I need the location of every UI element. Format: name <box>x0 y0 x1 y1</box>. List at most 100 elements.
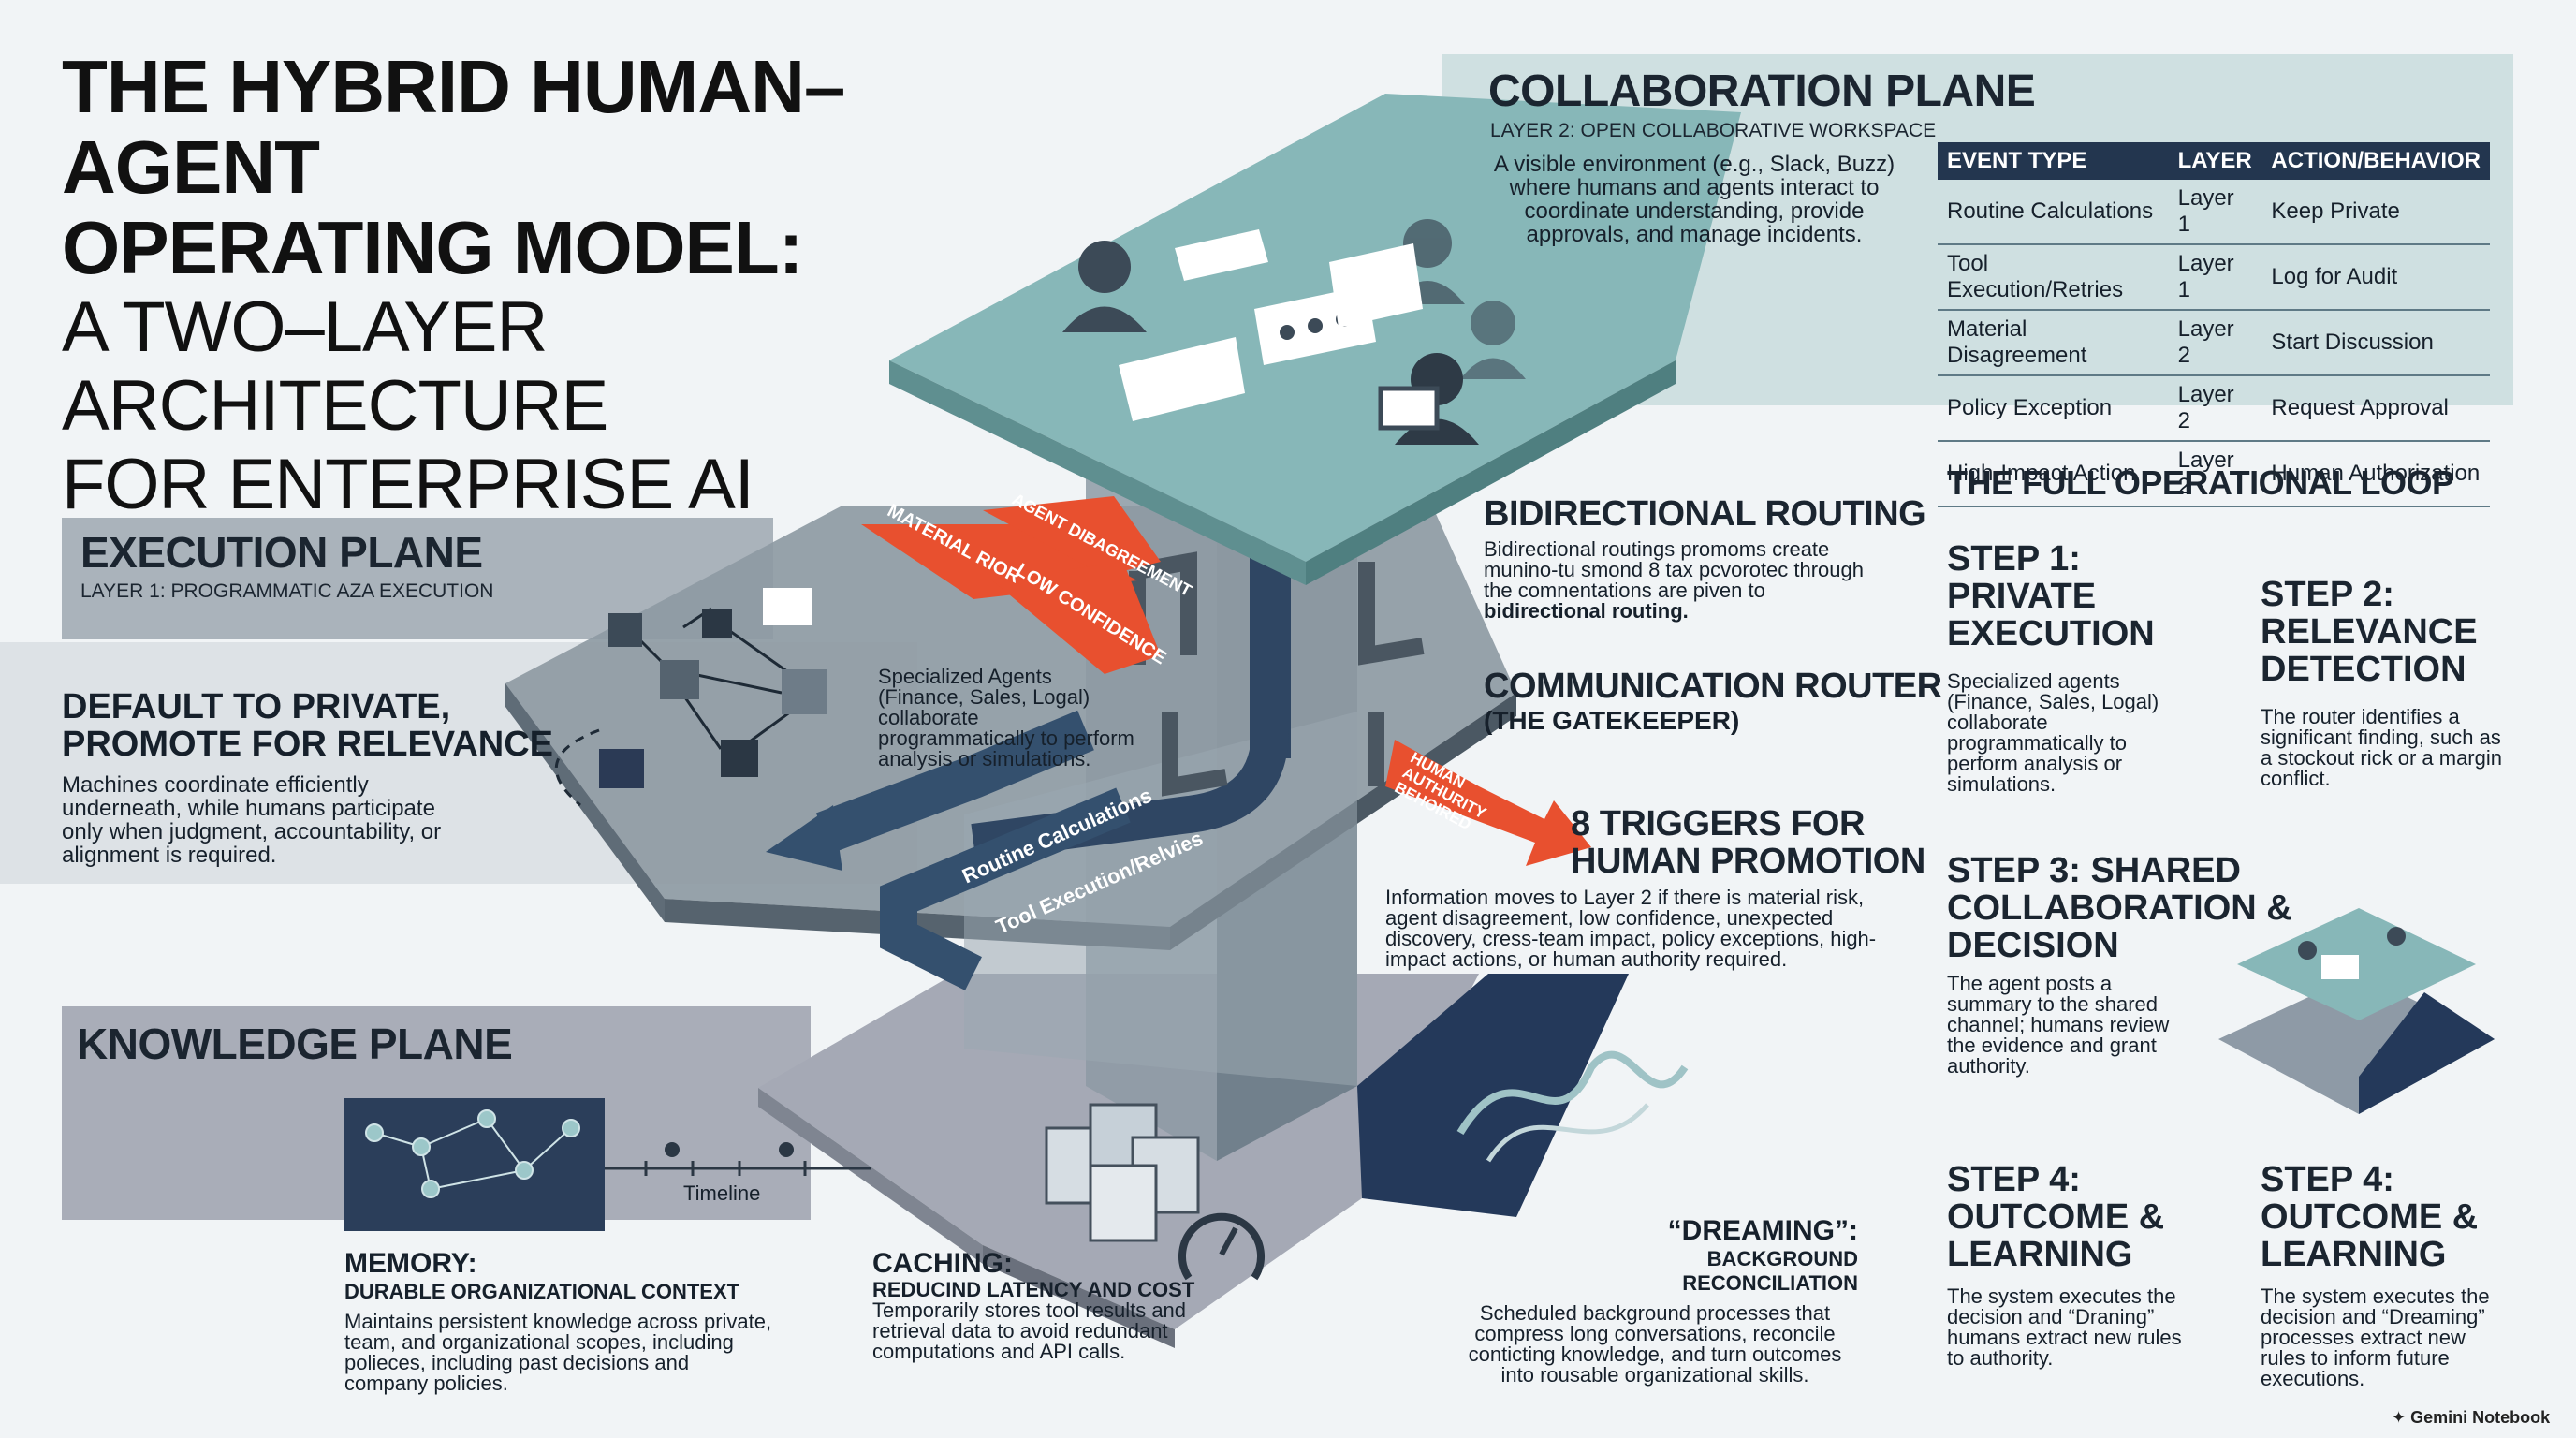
routing-body: Bidirectional routings promoms create mu… <box>1484 539 1877 622</box>
collaboration-body: A visible environment (e.g., Slack, Buzz… <box>1493 152 1895 247</box>
sparkle-icon: ✦ <box>2392 1408 2407 1427</box>
principle-heading: DEFAULT TO PRIVATE, PROMOTE FOR RELEVANC… <box>62 688 553 763</box>
step-body: The router identifies a significant find… <box>2261 705 2502 790</box>
step-title: STEP 1: PRIVATE EXECUTION <box>1947 539 2155 653</box>
table-row: Material Disagreement Layer 2 Start Disc… <box>1938 310 2490 376</box>
table-row: Policy Exception Layer 2 Request Approva… <box>1938 375 2490 442</box>
routine-arrow <box>815 710 1094 854</box>
step-3: STEP 3: SHARED COLLABORATION & DECISION … <box>1947 852 2321 1077</box>
table-cell: Layer 2 <box>2168 310 2262 376</box>
table-row: High-Impact Action Layer 2 Human Authori… <box>1938 441 2490 507</box>
router-heading: COMMUNICATION ROUTER <box>1484 667 1942 706</box>
router-subheading: (THE GATEKEEPER) <box>1484 706 1740 735</box>
table-cell: Tool Execution/Retries <box>1938 244 2169 311</box>
agent-doc <box>599 749 644 788</box>
dreaming-wave-icon <box>1456 1050 1689 1136</box>
step-body: The agent posts a summary to the shared … <box>1947 972 2170 1078</box>
table-header: EVENT TYPE <box>1938 142 2169 180</box>
agent-disagreement-arrow <box>983 496 1161 576</box>
table-cell: Material Disagreement <box>1938 310 2169 376</box>
execution-subheading: LAYER 1: PROGRAMMATIC AZA EXECUTION <box>80 580 494 602</box>
table-header: ACTION/BEHAVIOR <box>2261 142 2490 180</box>
event-type-table: EVENT TYPE LAYER ACTION/BEHAVIOR Routine… <box>1938 142 2490 507</box>
title-line-4: FOR ENTERPRISE AI <box>62 445 754 524</box>
knowledge-heading: KNOWLEDGE PLANE <box>77 1020 513 1068</box>
step-4b: STEP 4: OUTCOME & LEARNING The system ex… <box>2261 1161 2513 1389</box>
table-cell: Layer 1 <box>2168 180 2262 245</box>
footer-brand-text: Gemini Notebook <box>2410 1408 2551 1427</box>
agent-cube <box>721 740 758 777</box>
title-line-3: A TWO–LAYER ARCHITECTURE <box>62 287 608 446</box>
routing-heading: BIDIRECTIONAL ROUTING <box>1484 494 1926 534</box>
step-body: Specialized agents (Finance, Sales, Loga… <box>1947 669 2159 796</box>
step-body: The system executes the decision and “Dr… <box>1947 1284 2182 1370</box>
triggers-heading-line-1: 8 TRIGGERS FOR <box>1571 804 1865 844</box>
step-title: STEP 4: OUTCOME & LEARNING <box>1947 1160 2165 1274</box>
principle-heading-line-2: PROMOTE FOR RELEVANCE <box>62 725 553 764</box>
caching-block: CACHING: REDUCIND LATENCY AND COST Tempo… <box>872 1248 1200 1362</box>
caching-body: Temporarily stores tool results and retr… <box>872 1299 1187 1363</box>
step-title: STEP 2: RELEVANCE DETECTION <box>2261 575 2478 689</box>
dreaming-title: “DREAMING”: <box>1667 1215 1858 1246</box>
step-body: The system executes the decision and “Dr… <box>2261 1284 2490 1390</box>
memory-subtitle: DURABLE ORGANIZATIONAL CONTEXT <box>344 1280 740 1303</box>
table-cell: High-Impact Action <box>1938 441 2169 507</box>
agent-cube <box>782 669 827 714</box>
principle-heading-line-1: DEFAULT TO PRIVATE, <box>62 687 451 726</box>
agent-cube <box>702 609 732 638</box>
triggers-body: Information moves to Layer 2 if there is… <box>1385 886 1877 971</box>
video-call-icon <box>1329 243 1423 328</box>
execution-heading: EXECUTION PLANE <box>80 528 483 577</box>
footer-brand: ✦ Gemini Notebook <box>2392 1408 2550 1428</box>
document-icon <box>1175 229 1268 281</box>
table-cell: Layer 2 <box>2168 375 2262 442</box>
agents-note: Specialized Agents (Finance, Sales, Loga… <box>878 665 1134 770</box>
routing-body-text: Bidirectional routings promoms create mu… <box>1484 537 1865 602</box>
table-cell: Human Authorization <box>2261 441 2490 507</box>
agent-cube <box>608 613 642 647</box>
dreaming-body: Scheduled background processes that comp… <box>1468 1301 1842 1387</box>
laptop-icon <box>1378 386 1440 431</box>
dreaming-subtitle-2: RECONCILIATION <box>1682 1271 1858 1295</box>
agent-cube <box>660 660 699 699</box>
low-confidence-arrow <box>992 562 1161 674</box>
collaboration-subheading: LAYER 2: OPEN COLLABORATIVE WORKSPACE <box>1490 120 1937 141</box>
memory-block: MEMORY: DURABLE ORGANIZATIONAL CONTEXT M… <box>344 1248 775 1394</box>
table-cell: Policy Exception <box>1938 375 2169 442</box>
dreaming-subtitle-1: BACKGROUND <box>1706 1247 1858 1270</box>
table-cell: Routine Calculations <box>1938 180 2169 245</box>
collaboration-heading: COLLABORATION PLANE <box>1488 66 2036 116</box>
caching-title: CACHING: <box>872 1248 1013 1279</box>
tool-arrow <box>880 787 1131 990</box>
table-cell: Request Approval <box>2261 375 2490 442</box>
table-cell: Start Discussion <box>2261 310 2490 376</box>
step-2: STEP 2: RELEVANCE DETECTION The router i… <box>2261 576 2504 789</box>
routing-body-bold: bidirectional routing. <box>1484 599 1689 623</box>
human-authority-arrow <box>1385 740 1591 866</box>
title-block: THE HYBRID HUMAN–AGENT OPERATING MODEL: … <box>62 47 1063 524</box>
memory-body: Maintains persistent knowledge across pr… <box>344 1310 772 1395</box>
person-icon <box>2298 927 2406 960</box>
server-stack-icon <box>1045 1103 1200 1242</box>
gauge-icon <box>1178 1212 1265 1281</box>
table-cell: Layer 2 <box>2168 441 2262 507</box>
loop-heading: THE FULL OPERATIONAL LOOP <box>1947 463 2454 502</box>
timeline-label: Timeline <box>683 1181 761 1205</box>
router-stem <box>1250 552 1291 758</box>
table-cell: Log for Audit <box>2261 244 2490 311</box>
person-icon <box>1062 241 1147 332</box>
step-4a: STEP 4: OUTCOME & LEARNING The system ex… <box>1947 1161 2200 1369</box>
table-row: Routine Calculations Layer 1 Keep Privat… <box>1938 180 2490 245</box>
document-icon <box>2321 955 2359 979</box>
triggers-heading-line-2: HUMAN PROMOTION <box>1571 842 1925 881</box>
table-row: Tool Execution/Retries Layer 1 Log for A… <box>1938 244 2490 311</box>
memory-graph-nodes <box>365 1109 580 1198</box>
step-title: STEP 3: SHARED COLLABORATION & DECISION <box>1947 851 2292 965</box>
step-1: STEP 1: PRIVATE EXECUTION Specialized ag… <box>1947 540 2181 795</box>
memory-graph <box>344 1098 605 1231</box>
memory-title: MEMORY: <box>344 1248 477 1279</box>
agent-doc <box>763 588 812 625</box>
person-icon <box>1460 301 1526 379</box>
table-cell: Keep Private <box>2261 180 2490 245</box>
